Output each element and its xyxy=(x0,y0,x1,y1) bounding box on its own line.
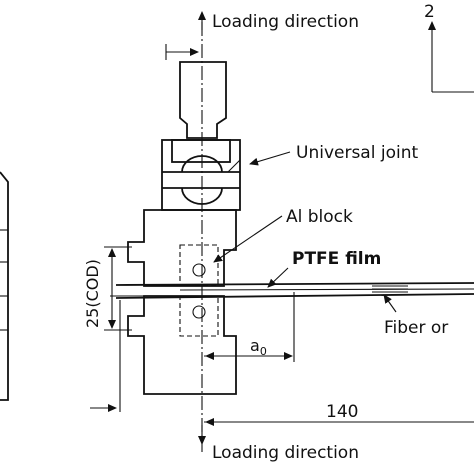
ptfe-film-leader xyxy=(267,267,289,288)
al-block-label: Al block xyxy=(286,207,353,227)
dim-140-label: 140 xyxy=(326,402,358,422)
cod-dimension xyxy=(104,246,132,331)
axis-2-label: 2 xyxy=(424,2,435,22)
loading-direction-top-label: Loading direction xyxy=(212,12,359,32)
left-partial-specimen xyxy=(0,171,9,401)
universal-joint-label: Universal joint xyxy=(296,143,418,163)
fiber-label: Fiber or xyxy=(384,318,448,338)
axis-2-indicator xyxy=(428,21,474,93)
universal-joint-leader xyxy=(249,151,291,166)
loading-direction-bottom-label: Loading direction xyxy=(212,443,359,463)
universal-joint xyxy=(161,139,241,211)
cod-label: 25(COD) xyxy=(83,259,102,328)
ptfe-film-label: PTFE film xyxy=(292,249,381,269)
section-cut-arrow-bottom xyxy=(90,300,121,412)
top-loading-rod xyxy=(165,44,227,139)
a0-dimension xyxy=(204,292,295,362)
a0-subscript: 0 xyxy=(260,345,267,358)
al-block-leader xyxy=(213,215,283,263)
lower-grip xyxy=(127,295,237,395)
specimen-laminate xyxy=(110,282,474,299)
fiber-leader xyxy=(383,294,397,313)
a0-main: a xyxy=(250,336,260,355)
upper-grip xyxy=(127,209,237,287)
a0-label: a0 xyxy=(250,336,267,358)
